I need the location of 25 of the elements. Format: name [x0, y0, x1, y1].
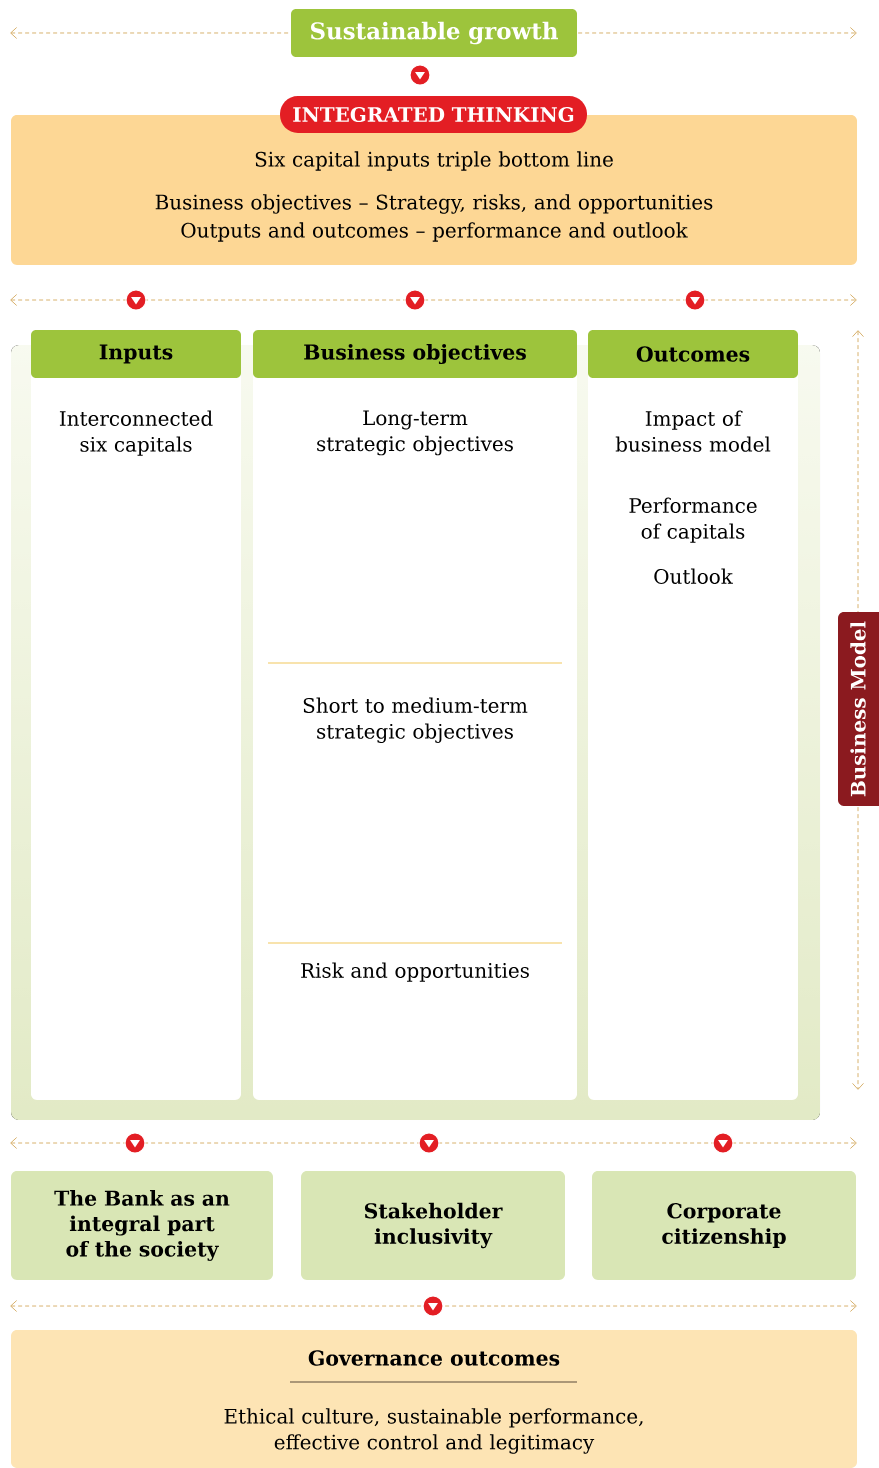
- side-tab: Business Model: [838, 612, 879, 806]
- column-card: [588, 330, 798, 1100]
- column-header: Outcomes: [588, 330, 798, 378]
- body-text: Long-term strategic objectives: [317, 410, 513, 456]
- column-card: [253, 330, 577, 1100]
- body-text: Ethical culture, sustainable performance, effective control and legitimacy: [224, 1408, 643, 1454]
- topic-box: The Bank as an integral part of the society: [11, 1171, 273, 1280]
- column-card: [31, 330, 241, 1100]
- column-header: Inputs: [31, 330, 241, 378]
- body-text: Six capital inputs triple bottom line: [255, 151, 613, 171]
- title-box: Sustainable growth: [291, 9, 577, 57]
- body-text: Risk and opportunities: [301, 962, 529, 982]
- column-header: Business objectives: [253, 330, 577, 378]
- topic-box: Corporate citizenship: [592, 1171, 856, 1280]
- body-text: Interconnected six capitals: [59, 410, 213, 456]
- body-text: Impact of business model: [615, 410, 771, 452]
- body-text: Short to medium-term strategic objectives: [303, 697, 528, 743]
- body-text: Outlook: [654, 568, 733, 584]
- heading-badge: INTEGRATED THINKING: [280, 96, 587, 133]
- body-text: Outputs and outcomes – performance and outlook: [181, 222, 688, 242]
- heading: Governance outcomes: [308, 1350, 560, 1366]
- body-text: Business objectives – Strategy, risks, and opportunities: [155, 194, 713, 214]
- body-text: Performance of capitals: [629, 497, 757, 543]
- outcome-panel: [11, 1330, 857, 1468]
- topic-box: Stakeholder inclusivity: [301, 1171, 565, 1280]
